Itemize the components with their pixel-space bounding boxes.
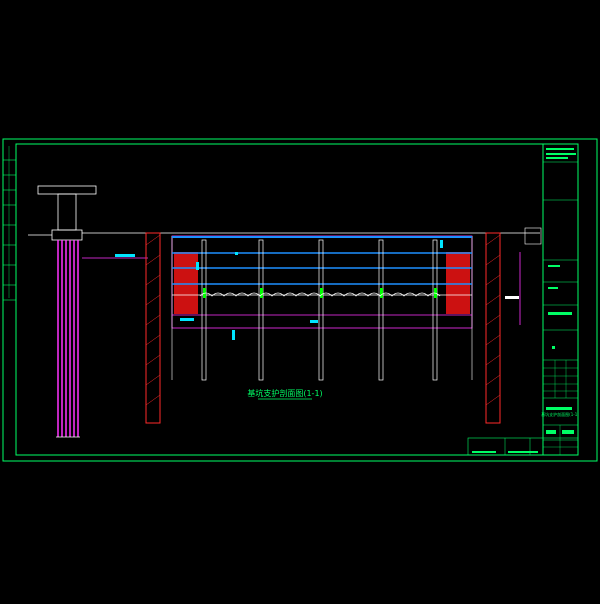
slab-wave-line: [199, 292, 441, 297]
pile-cap-detail: [28, 185, 97, 438]
left-soil-block: [174, 252, 198, 314]
right-retaining-pile: [485, 232, 501, 424]
dimension-markers: [115, 240, 443, 340]
left-binding-strip: [3, 144, 17, 301]
right-annotations: [505, 227, 542, 325]
strut-levels: [172, 236, 472, 316]
title-block: [542, 144, 578, 455]
title-block-drawing-name: 基坑支护剖面图(1-1): [541, 411, 579, 417]
left-retaining-pile: [145, 232, 161, 424]
drawing-title: 基坑支护剖面图(1-1): [247, 388, 322, 398]
right-soil-block: [446, 252, 470, 314]
bottom-table: [467, 437, 579, 456]
